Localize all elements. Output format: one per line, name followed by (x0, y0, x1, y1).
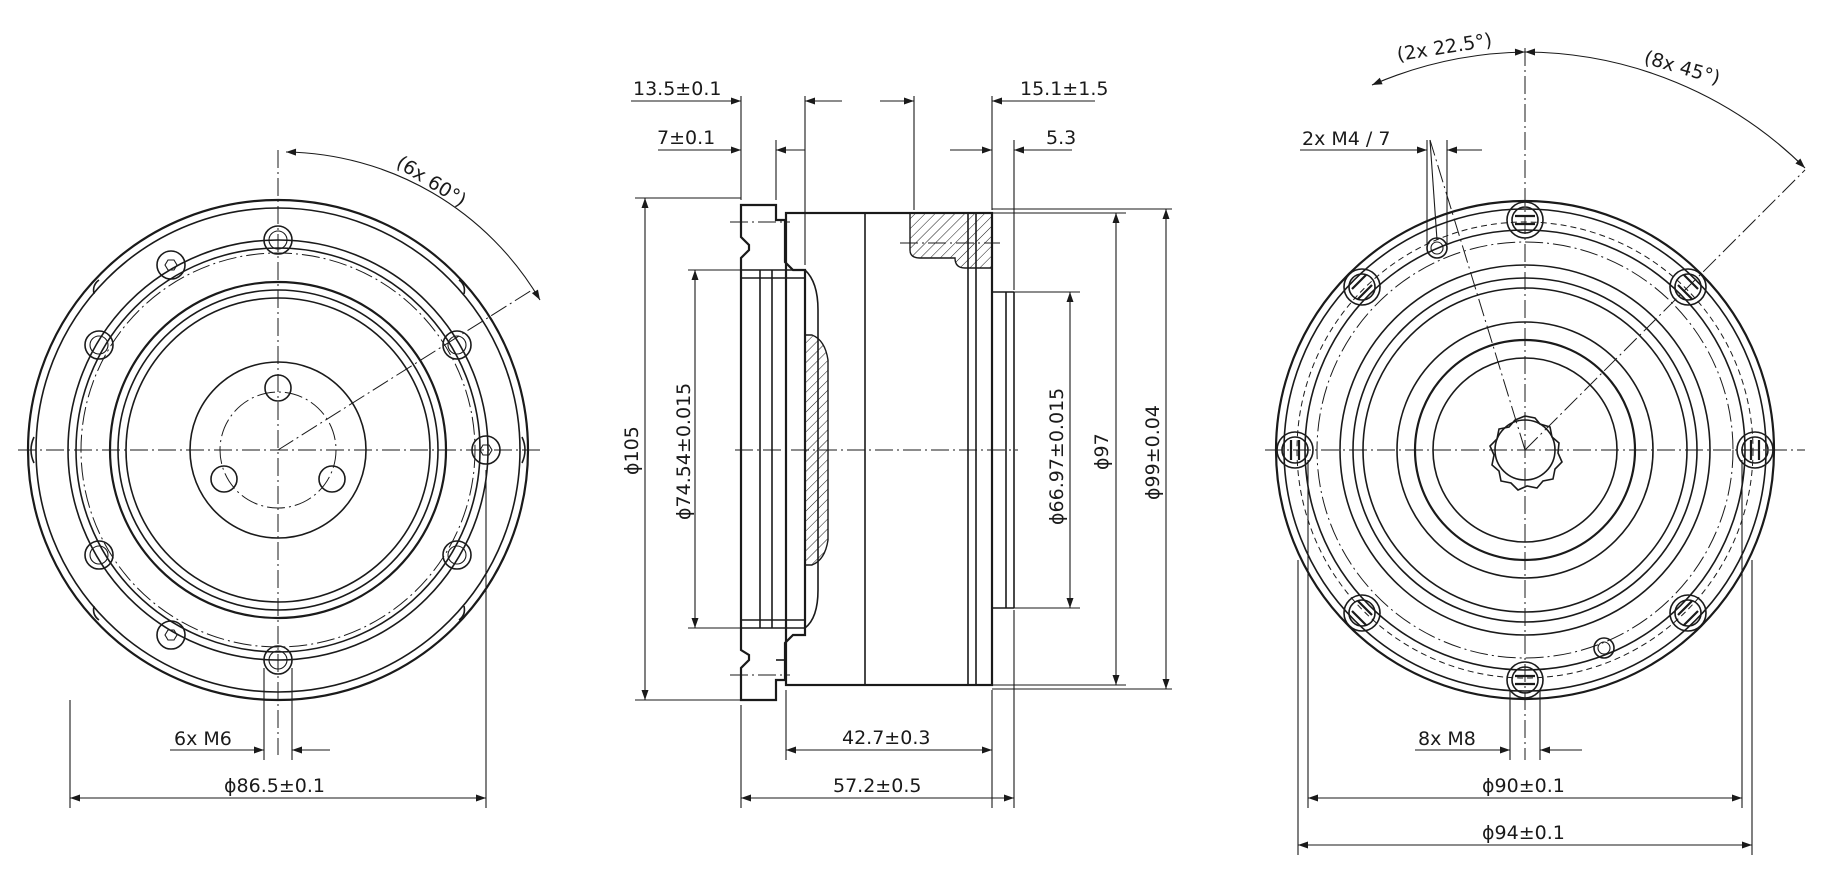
rear-m8-bolts (1276, 201, 1774, 699)
front-view: (6x 60°) 6x M6 ϕ86.5±0.1 (18, 148, 541, 808)
front-lugs (30, 279, 526, 621)
side-right-offset-label: 15.1±1.5 (1020, 78, 1108, 100)
rear-offset-angle-label: (2x 22.5°) (1395, 29, 1493, 66)
front-bolt-holes (84, 225, 472, 675)
front-thread-label: 6x M6 (174, 728, 232, 750)
side-flange-left-label: 13.5±0.1 (633, 78, 721, 100)
side-flange (739, 203, 807, 702)
side-length-body-label: 42.7±0.3 (842, 727, 930, 749)
rear-pcd-label: ϕ90±0.1 (1482, 775, 1565, 797)
side-hub-section (804, 269, 829, 629)
side-flange-step-label: 7±0.1 (657, 127, 715, 149)
side-body-diameter-label: ϕ97 (1091, 433, 1113, 470)
rear-pin-thread-label: 2x M4 / 7 (1302, 128, 1390, 150)
rear-view: (2x 22.5°) (8x 45°) 2x M4 / 7 8x M8 ϕ90±… (1265, 29, 1806, 855)
front-outer-flange (26, 198, 530, 702)
side-outer-diameter-label: ϕ99±0.04 (1142, 405, 1164, 500)
rear-outer-rings (1274, 199, 1776, 701)
side-view: 13.5±0.1 7±0.1 15.1±1.5 5.3 ϕ105 ϕ74.54±… (621, 78, 1172, 808)
side-bore-right-label: ϕ66.97±0.015 (1046, 388, 1068, 525)
rear-dimensions (1297, 48, 1806, 855)
side-dimensions (631, 96, 1172, 808)
side-bore-left-label: ϕ74.54±0.015 (673, 383, 695, 520)
side-right-step-label: 5.3 (1046, 127, 1076, 149)
rear-thread-label: 8x M8 (1418, 728, 1476, 750)
rear-diameter-label: ϕ94±0.1 (1482, 822, 1565, 844)
rear-pattern-angle-label: (8x 45°) (1642, 47, 1723, 90)
front-inner-holes (210, 374, 346, 493)
rear-spline (1489, 415, 1563, 491)
front-dimensions (69, 148, 541, 808)
front-socket-screws (156, 250, 501, 650)
rear-m4-pins (1426, 237, 1615, 659)
front-pattern-angle-label: (6x 60°) (392, 152, 470, 212)
side-length-total-label: 57.2±0.5 (833, 775, 921, 797)
side-overall-diameter-label: ϕ105 (621, 426, 643, 475)
front-diameter-label: ϕ86.5±0.1 (224, 775, 325, 797)
front-centerlines (18, 150, 540, 755)
side-body (730, 211, 1015, 687)
